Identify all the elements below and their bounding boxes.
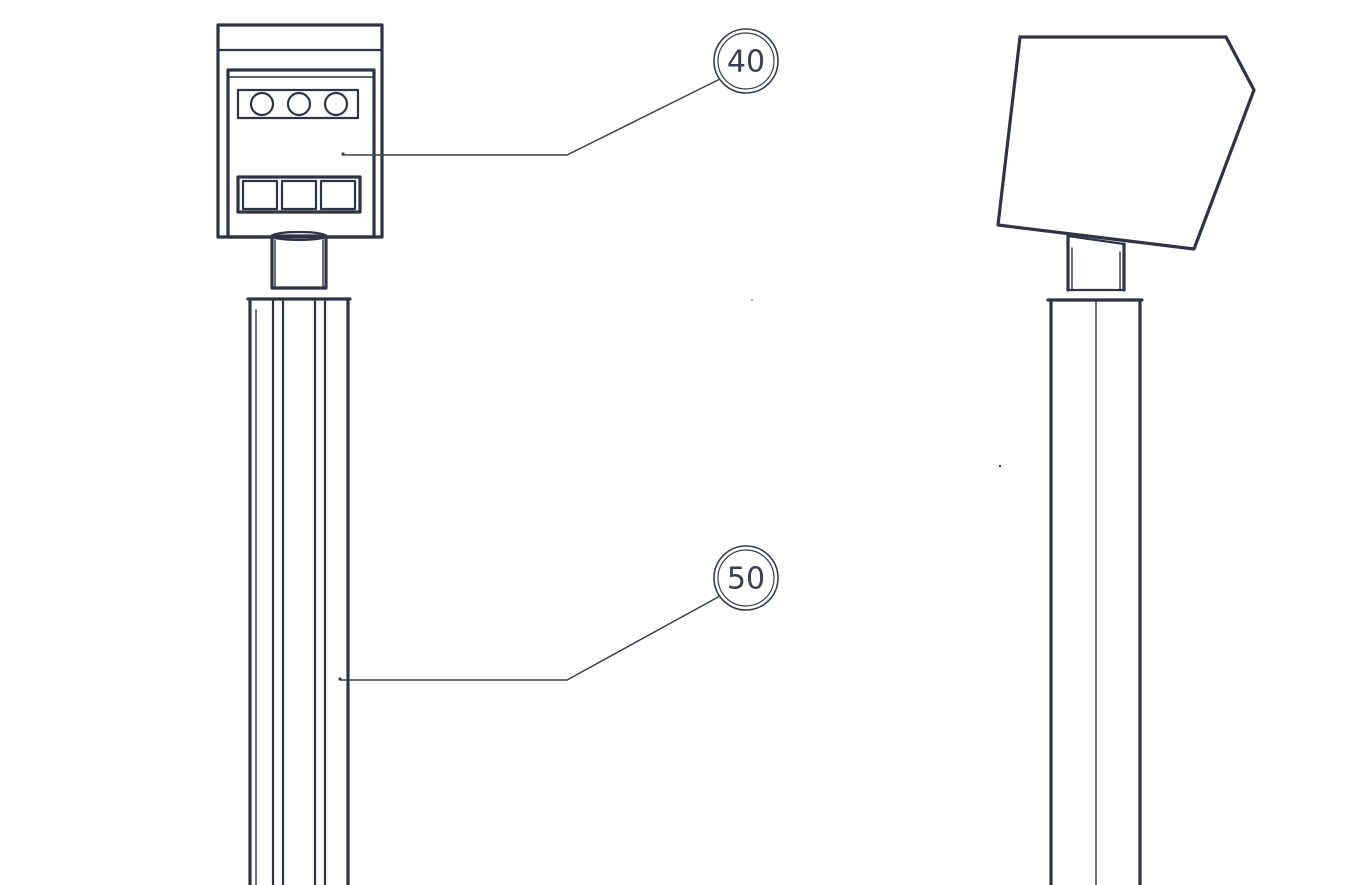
callout-40-bubble	[713, 28, 779, 94]
callout-40-leader	[343, 78, 721, 156]
callout-40-bubble-inner	[717, 32, 775, 90]
speck	[751, 299, 753, 301]
window-1	[241, 179, 279, 211]
callout-50-bubble	[713, 545, 779, 611]
lens-2-icon	[286, 91, 312, 117]
neck-body	[270, 234, 328, 290]
front-device-housing	[216, 23, 384, 239]
callout-50: 50	[340, 545, 779, 681]
callout-50-leader	[340, 595, 721, 681]
side-view	[996, 35, 1256, 885]
callout-40-label: 40	[727, 45, 765, 80]
side-mount-neck	[1066, 234, 1126, 292]
callout-50-label: 50	[727, 562, 765, 597]
window-strip	[236, 175, 362, 214]
lens-3-icon	[323, 91, 349, 117]
lens-strip	[236, 88, 360, 120]
front-mount-neck	[270, 230, 328, 290]
window-2	[280, 179, 318, 211]
front-post	[246, 297, 352, 885]
callout-40: 40	[343, 28, 779, 156]
side-device-housing	[996, 35, 1256, 251]
front-view	[216, 23, 384, 885]
window-3	[319, 179, 357, 211]
side-neck-top	[1066, 234, 1126, 246]
speck	[998, 464, 1002, 468]
lens-1-icon	[249, 91, 275, 117]
callout-50-bubble-inner	[717, 549, 775, 607]
side-post	[1046, 298, 1144, 885]
